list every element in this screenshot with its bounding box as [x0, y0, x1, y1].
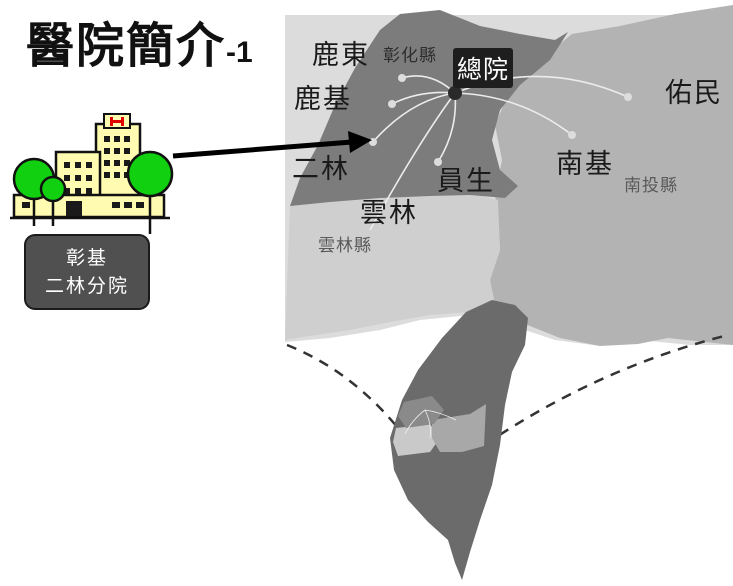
tree-icon [126, 150, 174, 234]
label-nantou-county: 南投縣 [624, 176, 678, 196]
headquarters-dot [448, 86, 462, 100]
tree-icon [39, 175, 67, 226]
hospital-cross-icon [110, 117, 124, 126]
dot-nanji [568, 131, 576, 139]
page-title: 醫院簡介-1 [26, 6, 253, 76]
arrow-icon [172, 131, 372, 159]
headquarters-label: 總院 [453, 48, 514, 88]
line-to-yunlin [369, 92, 456, 231]
page-title-main: 醫院簡介 [26, 18, 227, 74]
line-to-nanji [454, 92, 573, 136]
taiwan-highlight-changhua [398, 396, 444, 428]
branch-badge: 彰基 二林分院 [26, 236, 148, 308]
label-yunlin-county: 雲林縣 [318, 236, 372, 256]
label-yunlin-hospital: 雲林 [360, 198, 418, 229]
label-erlin: 二林 [292, 154, 350, 185]
branch-badge-line1: 彰基 [65, 247, 108, 269]
dot-lukang-ji [388, 100, 396, 108]
label-lukang-dongi: 鹿東 [312, 40, 370, 71]
nantou-county-region [490, 5, 733, 346]
dot-yuansheng [434, 158, 442, 166]
dot-lukang-dongi [398, 74, 406, 82]
line-to-erlin [372, 92, 456, 143]
label-changhua-county: 彰化縣 [383, 46, 437, 66]
label-youmin: 佑民 [665, 78, 723, 109]
hospital-dots [369, 74, 632, 166]
branch-badge-line2: 二林分院 [44, 275, 129, 297]
page-title-suffix: -1 [226, 36, 253, 69]
dot-youmin [624, 93, 632, 101]
yunlin-county-region [285, 193, 500, 340]
taiwan-highlight-nantou [432, 404, 486, 452]
zoom-line-left [286, 343, 399, 429]
label-yuansheng: 員生 [437, 166, 495, 197]
taiwan-highlight-lines [404, 409, 457, 439]
taiwan-highlight-yunlin [393, 424, 440, 456]
label-lukang-ji: 鹿基 [294, 84, 352, 115]
label-nanji: 南基 [556, 149, 614, 180]
dot-erlin [369, 138, 377, 146]
